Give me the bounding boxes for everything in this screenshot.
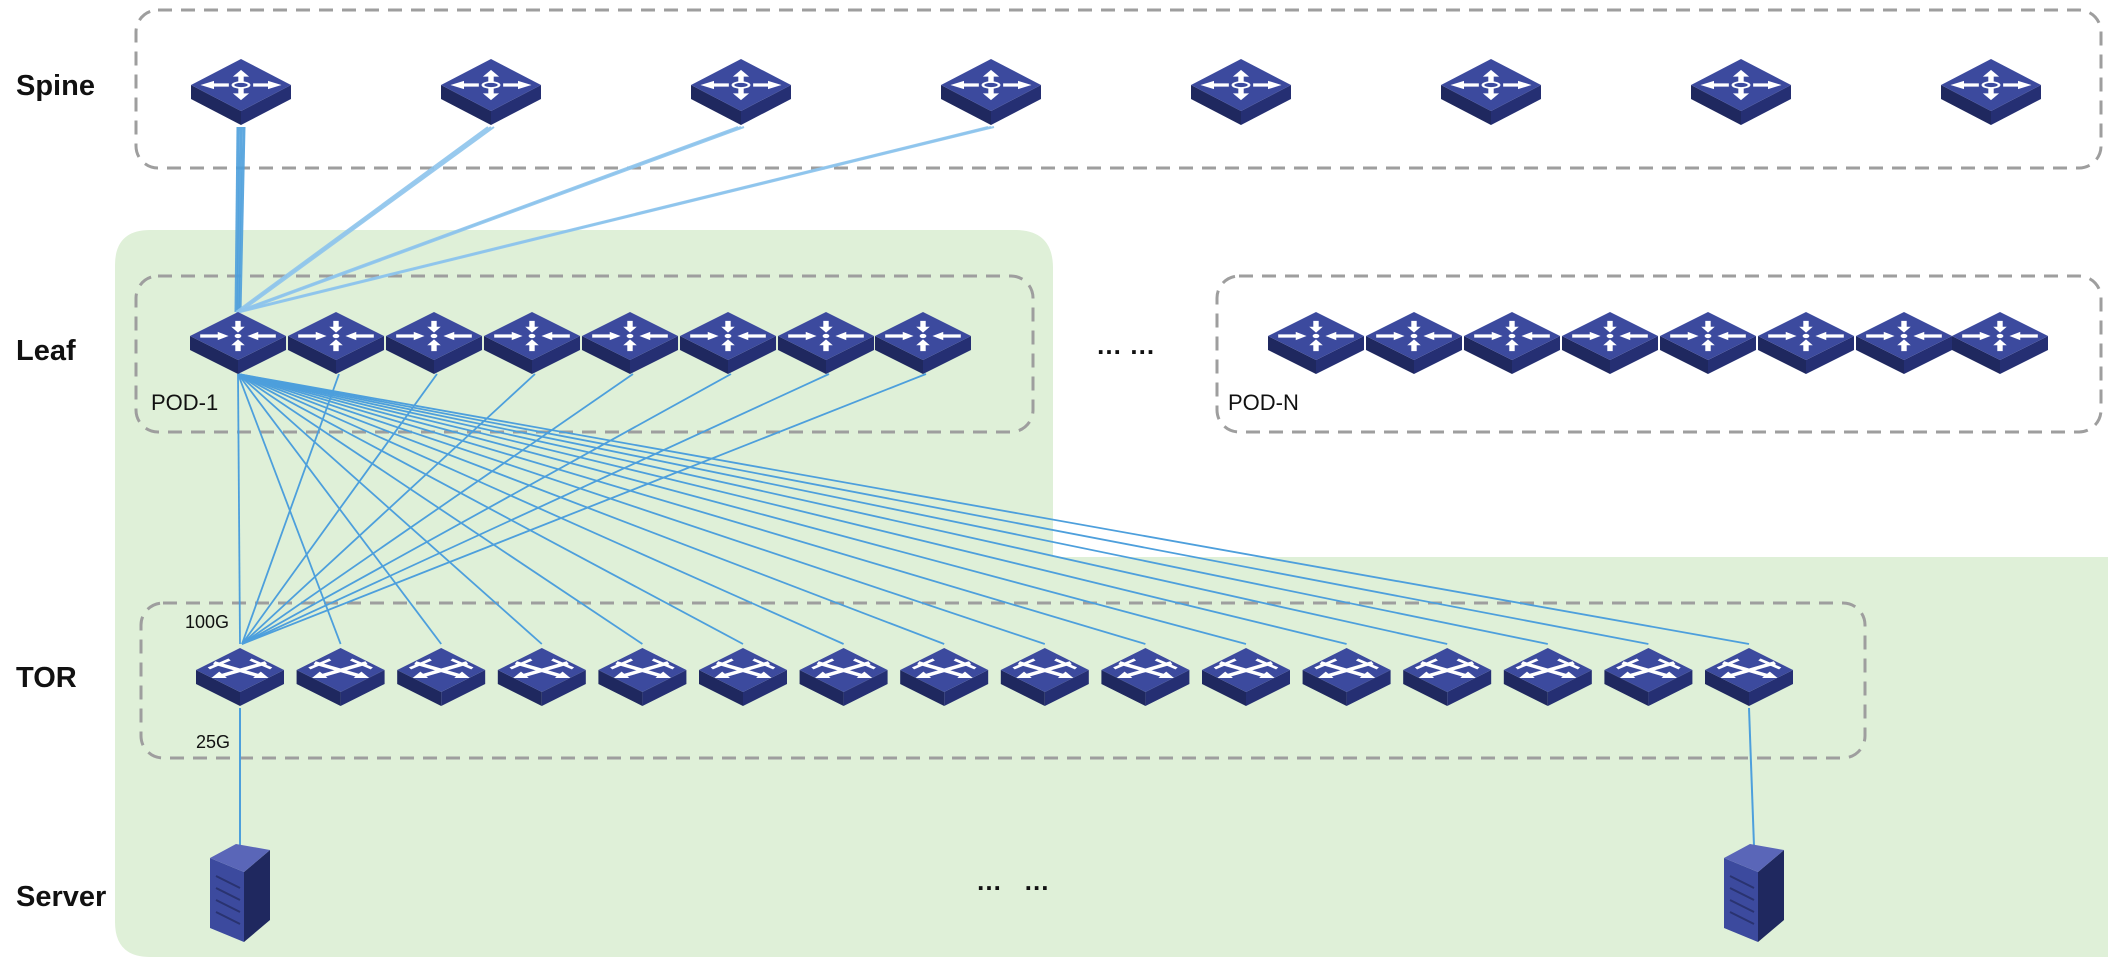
pod-1-label: POD-1 <box>151 390 218 415</box>
leaf-tor-link <box>237 373 945 645</box>
tor-switch <box>1403 648 1492 706</box>
pod-n-label: POD-N <box>1228 390 1299 415</box>
spine-switch <box>1441 59 1541 125</box>
tor-switch <box>296 648 385 706</box>
leaf-switch <box>1856 312 1952 374</box>
spine-switch <box>941 59 1041 125</box>
tier-label-server: Server <box>16 881 106 913</box>
tor-switch <box>598 648 687 706</box>
pod-1-leaf-frame <box>134 274 1035 434</box>
spine-switch <box>1941 59 2041 125</box>
leaf-switch <box>1952 312 2048 374</box>
leaf-tor-link <box>237 373 1146 645</box>
leaf-tor-link <box>241 373 634 645</box>
tor-switch <box>1705 648 1793 706</box>
tier-label-leaf: Leaf <box>16 335 76 367</box>
spine-switch <box>441 59 541 125</box>
spine-leaf-uplink-bundle <box>235 126 495 313</box>
leaf-switch <box>1268 312 1364 374</box>
leaf-switch <box>680 312 776 374</box>
tor-group-frame <box>139 601 1867 760</box>
tor-switch <box>1503 648 1592 706</box>
leaf-tor-link <box>241 373 438 645</box>
leaf-switch <box>484 312 580 374</box>
tor-switch <box>497 648 586 706</box>
leaf-tor-link <box>237 373 1548 645</box>
leaf-tor-link <box>237 373 1649 645</box>
devices-layer <box>190 59 2048 942</box>
tier-label-tor: TOR <box>16 662 77 694</box>
leaf-tor-link <box>237 373 241 645</box>
leaf-tor-link <box>241 373 536 645</box>
leaf-tor-link <box>237 373 1750 645</box>
server-tower-icon <box>210 844 270 942</box>
leaf-tor-link <box>237 373 643 645</box>
server-tower-icon <box>1724 844 1784 942</box>
leaf-pods-ellipsis: … … <box>1096 330 1155 360</box>
leaf-switch <box>1562 312 1658 374</box>
pod-background-layer <box>115 230 2108 957</box>
leaf-tor-link <box>241 373 927 645</box>
links-layer <box>234 126 1755 847</box>
leaf-switch <box>1660 312 1756 374</box>
leaf-tor-link <box>237 373 1347 645</box>
uplink-speed-label: 100G <box>185 612 229 632</box>
tor-switch <box>397 648 486 706</box>
leaf-tor-link <box>241 373 830 645</box>
spine-leaf-uplink-bundle <box>235 126 995 313</box>
leaf-switch <box>288 312 384 374</box>
leaf-tor-link <box>241 373 340 645</box>
leaf-switch <box>190 312 286 374</box>
spine-leaf-uplink-bundle <box>235 126 745 313</box>
tor-server-link <box>1748 707 1755 847</box>
leaf-tor-link <box>237 373 1247 645</box>
tor-switch <box>196 648 284 706</box>
leaf-tor-link <box>237 373 1046 645</box>
downlink-speed-label: 25G <box>196 732 230 752</box>
leaf-switch <box>582 312 678 374</box>
leaf-tor-link <box>237 373 844 645</box>
leaf-switch <box>1464 312 1560 374</box>
spine-leaf-uplink-bundle <box>234 126 246 313</box>
leaf-tor-link <box>241 373 732 645</box>
tor-switch <box>799 648 888 706</box>
tor-switch <box>900 648 989 706</box>
leaf-switch <box>386 312 482 374</box>
pod-n-leaf-frame <box>1215 274 2103 434</box>
leaf-tor-link <box>237 373 543 645</box>
servers-ellipsis: … … <box>976 866 1050 896</box>
tor-switch <box>1101 648 1190 706</box>
spine-switch <box>191 59 291 125</box>
leaf-switch <box>1758 312 1854 374</box>
leaf-tor-link <box>237 373 1448 645</box>
tor-switch <box>1604 648 1693 706</box>
tor-switch <box>1202 648 1290 706</box>
spine-switch <box>1191 59 1291 125</box>
leaf-switch <box>1366 312 1462 374</box>
pod-1-background <box>115 230 2108 957</box>
leaf-switch <box>875 312 971 374</box>
tor-switch <box>1000 648 1089 706</box>
tier-label-spine: Spine <box>16 70 95 102</box>
spine-switch <box>691 59 791 125</box>
tor-switch <box>1302 648 1391 706</box>
spine-switch <box>1691 59 1791 125</box>
leaf-switch <box>778 312 874 374</box>
tor-switch <box>699 648 787 706</box>
spine-group-frame <box>134 8 2103 170</box>
